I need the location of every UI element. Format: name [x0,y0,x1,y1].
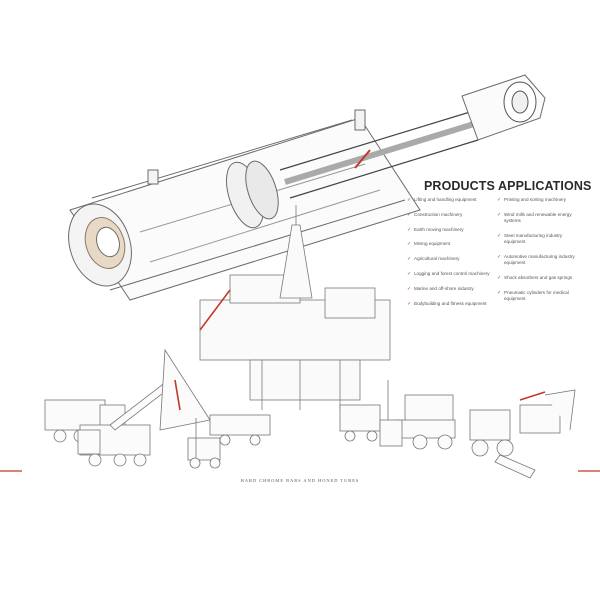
construction-machinery-right [339,380,576,479]
offshore-platform-illustration [199,205,391,410]
check-icon: ✓ [407,226,412,233]
caption: HARD CHROME BARS AND HONED TUBES [240,478,360,483]
construction-machinery-left [44,348,271,469]
list-item: ✓Bodybuilding and fitness equipment [407,300,487,307]
list-item: ✓Earth moving machinery [407,226,464,233]
check-icon: ✓ [497,274,502,281]
list-item: ✓Printing and sorting machinery [497,197,567,203]
list-item: ✓Agricultural machinery [407,256,460,263]
check-icon: ✓ [497,197,502,203]
list-item: ✓Lifting and handling equipment [407,197,477,203]
check-icon: ✓ [407,256,412,263]
hydraulic-cylinder-illustration [68,74,546,301]
check-icon: ✓ [407,270,412,277]
list-item: ✓Marine and off-shore industry [407,285,474,292]
list-item: ✓Construction machinery [407,211,463,218]
applications-list-right: ✓Printing and sorting machinery ✓Wind mi… [497,197,583,311]
list-item: ✓Pneumatic cylinders for medical equipme… [497,289,569,301]
list-item: ✓Logging and forest control machinery [407,270,490,277]
list-item: ✓Shock absorbers and gas springs [497,274,573,281]
list-item: ✓Mining equipment [407,241,451,248]
list-item: ✓Automotive manufacturing industry equip… [497,253,575,265]
check-icon: ✓ [407,241,412,248]
list-item: ✓Wind mills and renewable energy systems [497,211,572,223]
check-icon: ✓ [497,232,502,239]
check-icon: ✓ [407,300,412,307]
list-item: ✓Steel manufacturing industry equipment [497,232,563,244]
check-icon: ✓ [497,211,502,218]
check-icon: ✓ [407,285,412,292]
check-icon: ✓ [497,289,502,296]
check-icon: ✓ [407,211,412,218]
check-icon: ✓ [407,197,412,203]
applications-list-left: ✓Lifting and handling equipment ✓Constru… [407,197,493,315]
check-icon: ✓ [497,253,502,260]
section-title: PRODUCTS APPLICATIONS [424,179,592,193]
